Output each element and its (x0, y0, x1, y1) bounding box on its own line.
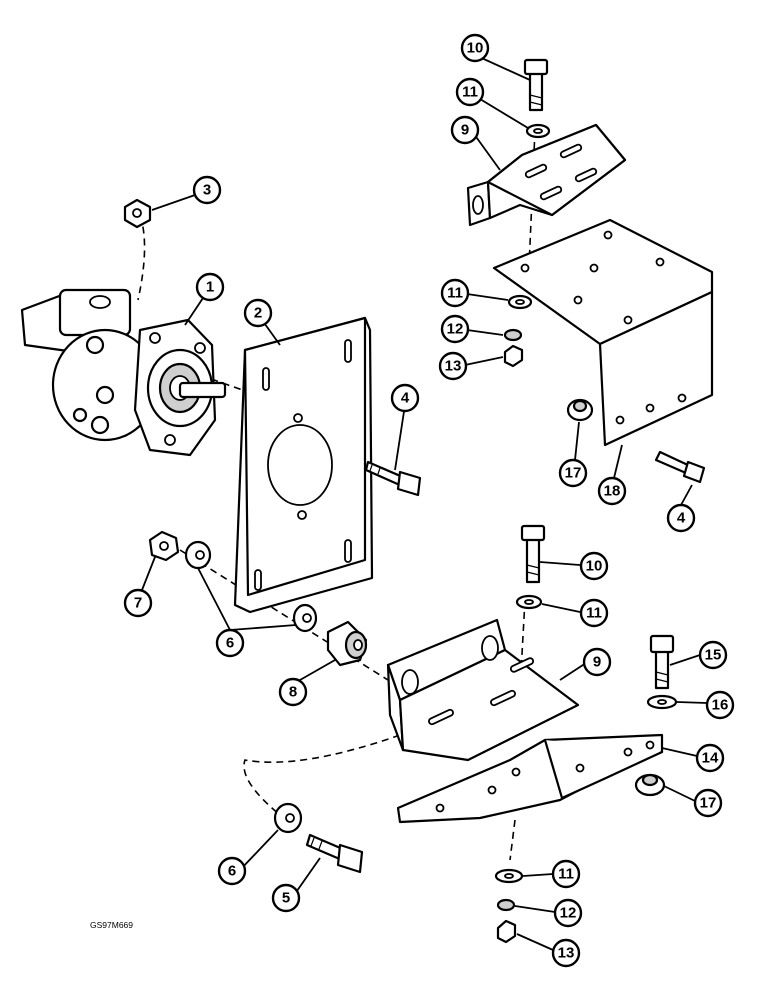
svg-text:11: 11 (447, 285, 463, 302)
svg-text:13: 13 (558, 945, 575, 962)
angled-bracket (396, 733, 664, 824)
lock-washer-bottom (496, 898, 516, 912)
callout-10-top: 10 (460, 33, 490, 63)
hydraulic-motor (20, 288, 227, 457)
callout-13-bottom: 13 (551, 938, 581, 968)
washer-16 (646, 694, 678, 710)
flange-nut-upper (566, 398, 594, 422)
callout-7: 7 (123, 588, 153, 618)
flange-nut-lower (634, 773, 666, 797)
svg-text:17: 17 (700, 795, 717, 812)
bolt-5 (305, 833, 364, 874)
svg-text:10: 10 (467, 40, 484, 57)
callout-2: 2 (243, 298, 273, 328)
svg-text:5: 5 (282, 890, 290, 907)
callout-16: 16 (705, 690, 735, 720)
callout-13-mid: 13 (438, 351, 468, 381)
lower-bracket (386, 618, 580, 762)
callout-12-bottom: 12 (553, 898, 583, 928)
bolt-15 (649, 634, 675, 690)
svg-text:17: 17 (565, 465, 582, 482)
washer-top (525, 123, 551, 139)
svg-text:11: 11 (586, 605, 602, 622)
bolt-10-lower (520, 524, 546, 584)
svg-text:4: 4 (401, 390, 410, 407)
callout-1: 1 (195, 272, 225, 302)
svg-text:9: 9 (593, 654, 601, 671)
svg-text:18: 18 (604, 483, 621, 500)
callout-6-lower: 6 (217, 856, 247, 886)
callout-14: 14 (695, 743, 725, 773)
callout-3: 3 (192, 175, 222, 205)
callout-18: 18 (597, 476, 627, 506)
svg-text:14: 14 (702, 750, 719, 767)
spacer-8 (326, 620, 368, 667)
svg-text:6: 6 (228, 863, 236, 880)
callouts: 10 11 9 3 1 2 11 12 13 4 17 18 4 10 11 7… (123, 33, 735, 968)
svg-text:8: 8 (289, 684, 297, 701)
svg-text:12: 12 (447, 321, 464, 338)
drawing-code: GS97M669 (90, 920, 133, 930)
callout-4-plate: 4 (390, 383, 420, 413)
svg-text:3: 3 (203, 182, 211, 199)
svg-text:15: 15 (705, 647, 722, 664)
callout-9-top: 9 (450, 115, 480, 145)
mounting-plate (233, 316, 374, 614)
washer-11-bottom (494, 868, 524, 884)
callout-11-bottom: 11 (551, 859, 581, 889)
lock-washer-mid (503, 328, 523, 342)
svg-text:11: 11 (558, 866, 574, 883)
nut-3 (123, 198, 152, 229)
nut-mid (503, 344, 524, 368)
callout-8: 8 (278, 677, 308, 707)
callout-9-lower: 9 (582, 647, 612, 677)
svg-text:9: 9 (461, 122, 469, 139)
callout-17-lower: 17 (693, 788, 723, 818)
bolt-top (523, 58, 549, 112)
nut-7 (148, 530, 180, 562)
callout-11-lower: 11 (579, 598, 609, 628)
washer-6-left (184, 540, 212, 570)
nut-bottom (496, 919, 517, 944)
svg-text:12: 12 (560, 905, 577, 922)
svg-text:11: 11 (462, 84, 478, 101)
callout-6-mid: 6 (215, 628, 245, 658)
upper-bracket (466, 123, 627, 227)
svg-text:13: 13 (445, 358, 462, 375)
callout-12-mid: 12 (440, 314, 470, 344)
svg-text:6: 6 (226, 635, 234, 652)
washer-mid (507, 294, 533, 310)
svg-text:7: 7 (134, 595, 142, 612)
callout-15: 15 (698, 640, 728, 670)
hardware (123, 58, 706, 944)
washer-6-mid (292, 603, 318, 633)
callout-11-top: 11 (455, 77, 485, 107)
svg-text:10: 10 (586, 558, 603, 575)
svg-text:2: 2 (254, 305, 262, 322)
callout-4-right: 4 (666, 503, 696, 533)
callout-11-mid: 11 (440, 278, 470, 308)
washer-11-lower (515, 594, 543, 610)
bolt-4-right (654, 450, 706, 484)
washer-6-lower (273, 802, 303, 834)
leader-lines (141, 54, 708, 951)
callout-5: 5 (271, 883, 301, 913)
svg-text:16: 16 (712, 697, 729, 714)
callout-17-upper: 17 (558, 458, 588, 488)
bolt-4-plate (364, 460, 422, 497)
support-bracket (492, 218, 714, 447)
svg-text:1: 1 (206, 279, 214, 296)
svg-text:4: 4 (677, 510, 686, 527)
callout-10-lower: 10 (579, 551, 609, 581)
